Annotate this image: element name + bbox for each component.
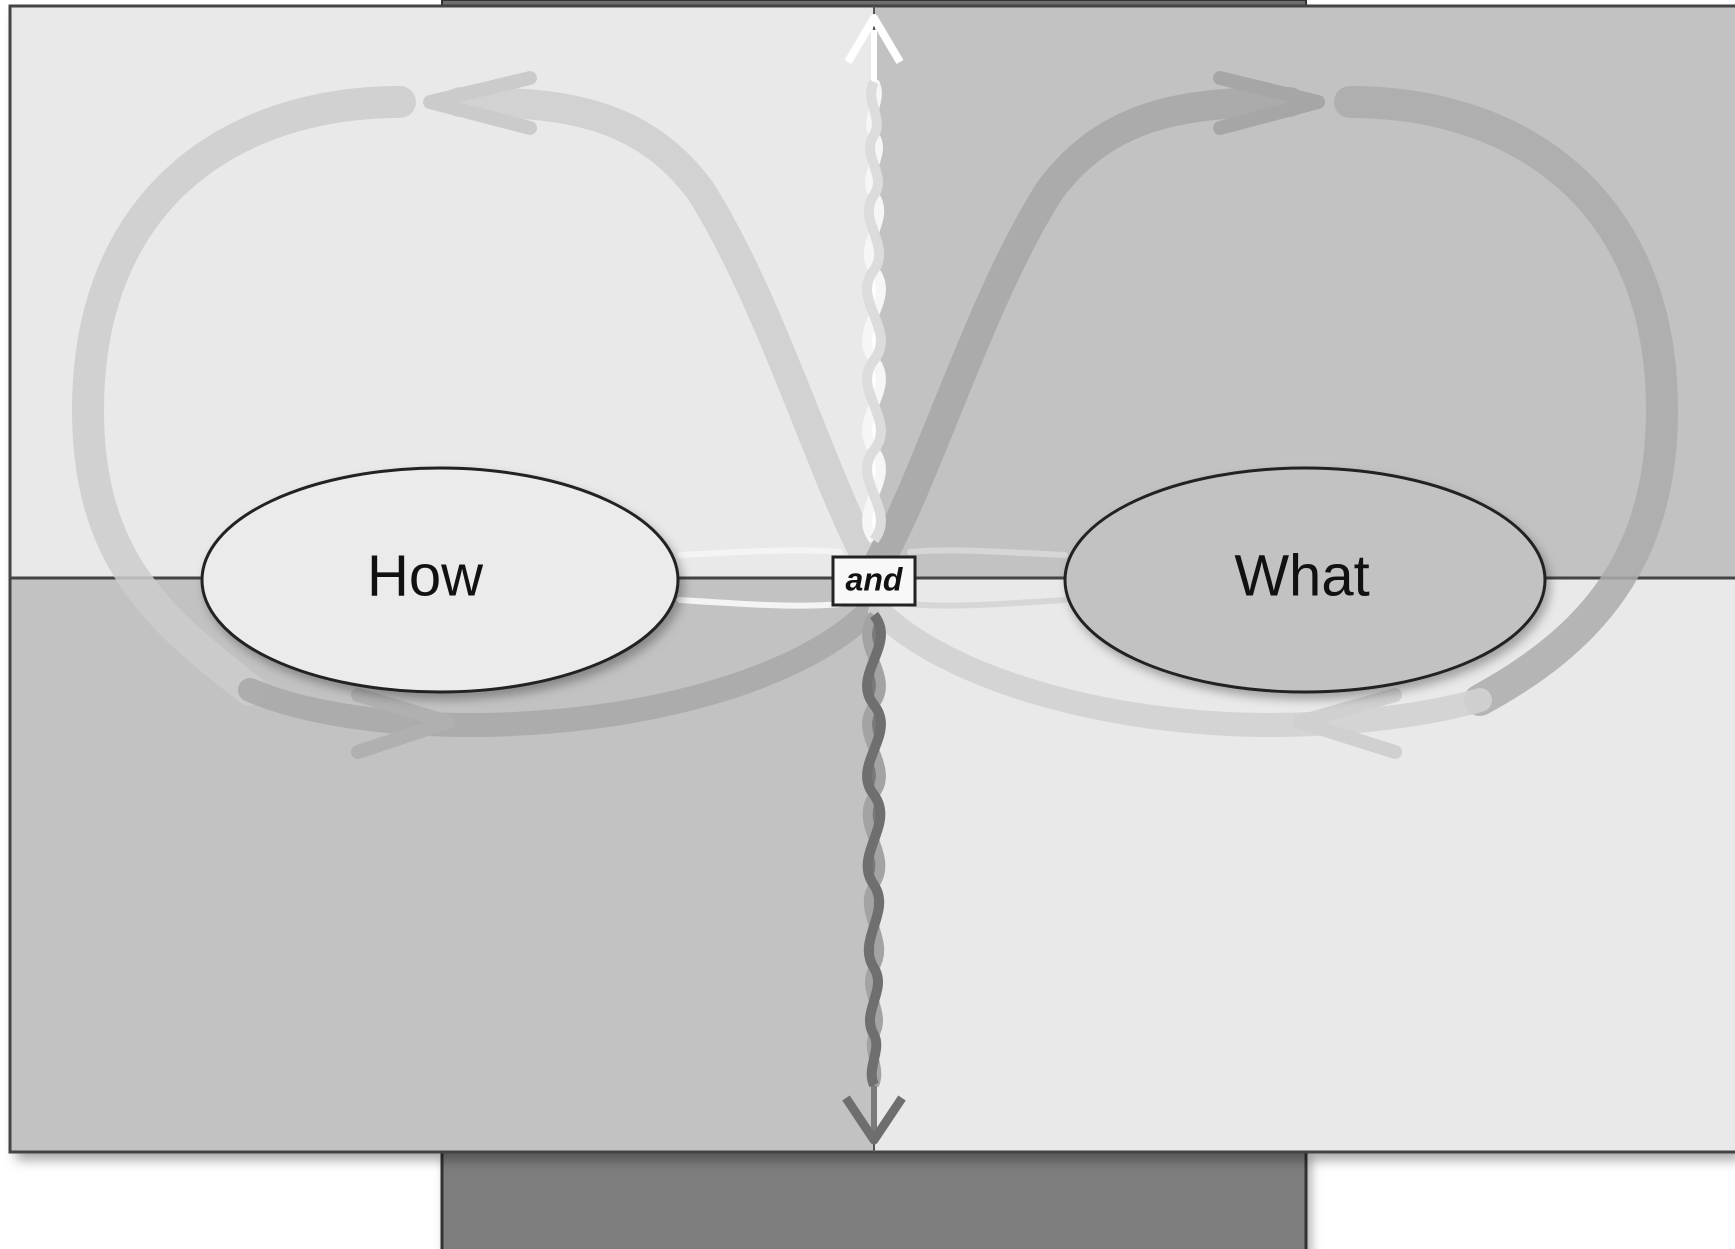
right-loop-lower-arc bbox=[868, 600, 1492, 738]
left-connector-lower bbox=[677, 597, 843, 609]
down-arrowhead-icon bbox=[842, 1095, 906, 1145]
left-loop-outer-arc bbox=[71, 86, 416, 706]
how-node: How bbox=[200, 466, 680, 694]
left-bottom-arrowhead-icon bbox=[351, 688, 455, 759]
what-ellipse bbox=[1063, 466, 1547, 694]
right-loop-outer-arc bbox=[1334, 86, 1679, 716]
and-node: and bbox=[831, 555, 917, 607]
what-node: What bbox=[1063, 466, 1547, 694]
right-connector-upper bbox=[907, 547, 1068, 558]
right-top-arrowhead-icon bbox=[1213, 71, 1325, 135]
left-connector-upper bbox=[677, 547, 843, 558]
how-ellipse bbox=[200, 466, 680, 694]
right-loop-upper-arc bbox=[865, 87, 1305, 575]
left-loop-lower-arc bbox=[238, 600, 880, 738]
left-top-arrowhead-icon bbox=[423, 71, 537, 135]
and-box bbox=[831, 555, 917, 607]
up-arrowhead-icon bbox=[844, 14, 904, 65]
central-helix bbox=[842, 14, 906, 1145]
right-connector-lower bbox=[907, 597, 1068, 609]
left-loop-upper-arc bbox=[445, 87, 883, 575]
helix-strand-down-b bbox=[862, 611, 886, 1088]
what-label: What bbox=[1234, 543, 1369, 608]
right-bottom-arrowhead-icon bbox=[1293, 688, 1402, 759]
helix-strand-up-b bbox=[862, 79, 886, 544]
loop-arrows bbox=[71, 71, 1679, 759]
bottom-block bbox=[440, 1150, 1308, 1249]
and-label: and bbox=[846, 561, 904, 597]
how-label: How bbox=[367, 543, 484, 608]
